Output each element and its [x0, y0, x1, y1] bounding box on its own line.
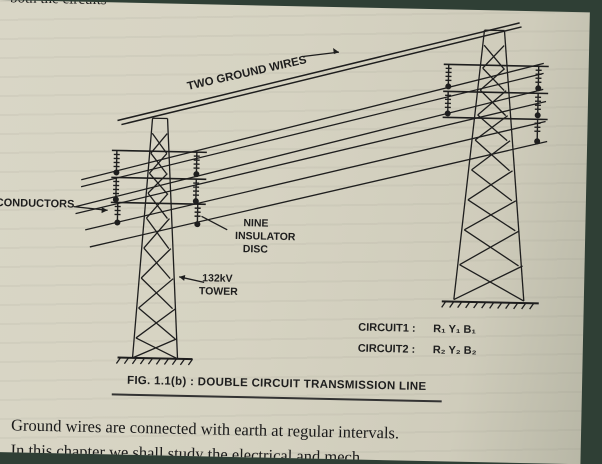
circuit2-label: CIRCUIT2 :: [358, 343, 416, 356]
tower-right: [439, 29, 550, 309]
insulator-label-3: DISC: [243, 243, 269, 256]
transmission-line-figure: TWO GROUND WIRES CONDUCTORS NINE INSULAT…: [0, 0, 590, 412]
tower-label-1: 132kV: [202, 272, 233, 285]
ground-wire-1: [118, 15, 520, 129]
conductors-label: CONDUCTORS: [0, 197, 74, 211]
insulator-label-1: NINE: [243, 217, 268, 230]
leader-arrowhead: [333, 48, 339, 54]
leader-arrowhead: [102, 207, 108, 213]
circuit2-phases: R₂ Y₂ B₂: [433, 344, 477, 357]
ground-wire-2: [121, 19, 521, 133]
circuit1-phases: R₁ Y₁ B₁: [433, 323, 476, 336]
circuit1-label: CIRCUIT1 :: [358, 322, 416, 335]
conductor-line: [85, 112, 545, 240]
tower-label-2: TOWER: [199, 285, 239, 298]
ground-wires-label: TWO GROUND WIRES: [186, 54, 308, 93]
insulator-label-2: INSULATOR: [235, 230, 296, 243]
leader-arrowhead: [179, 275, 185, 281]
tower-left: [107, 117, 207, 365]
